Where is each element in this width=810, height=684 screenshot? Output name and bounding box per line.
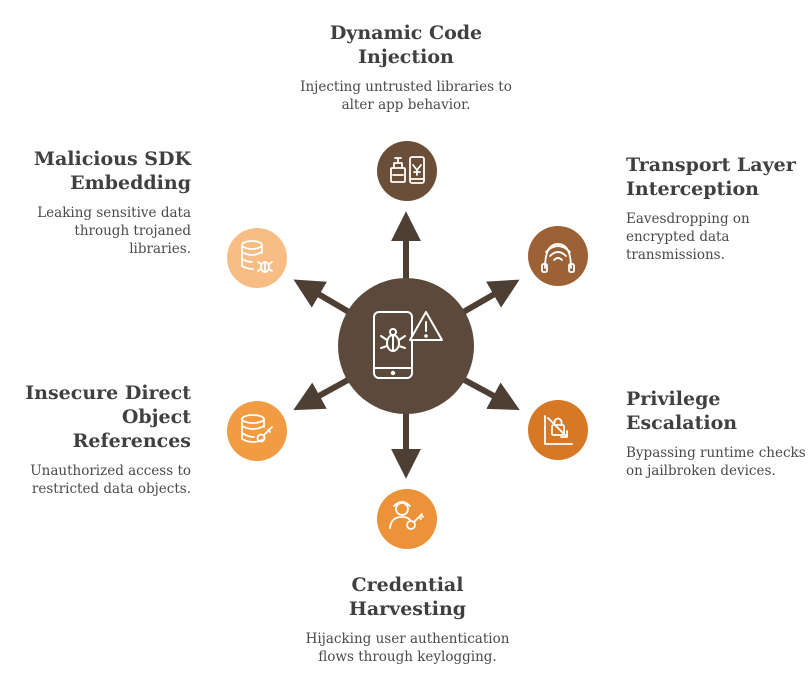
hub-circle bbox=[338, 278, 474, 414]
node-title: Insecure Direct Object References bbox=[25, 382, 191, 452]
node-description: Eavesdropping on encrypted data transmis… bbox=[626, 211, 750, 263]
user-key-icon bbox=[389, 501, 424, 530]
node-circle bbox=[528, 226, 588, 286]
node-title: Malicious SDK Embedding bbox=[33, 148, 191, 194]
label-transport-layer-interception: Transport Layer Interception Eavesdroppi… bbox=[626, 153, 806, 264]
phone-bug-warning-icon bbox=[373, 311, 443, 379]
node-privilege-escalation bbox=[528, 400, 588, 460]
label-insecure-direct-object-references: Insecure Direct Object References Unauth… bbox=[0, 381, 191, 498]
node-malicious-sdk-embedding bbox=[227, 228, 287, 288]
node-insecure-direct-object-references bbox=[227, 401, 287, 461]
database-key-icon bbox=[241, 414, 273, 443]
node-circle bbox=[377, 141, 437, 201]
node-description: Unauthorized access to restricted data o… bbox=[30, 463, 191, 497]
node-circle bbox=[528, 400, 588, 460]
hub bbox=[338, 278, 474, 414]
node-circle bbox=[227, 228, 287, 288]
node-title: Dynamic Code Injection bbox=[329, 22, 483, 68]
node-description: Bypassing runtime checks on jailbroken d… bbox=[626, 445, 806, 479]
chart-lock-icon bbox=[544, 415, 573, 445]
node-title: Transport Layer Interception bbox=[626, 154, 796, 200]
node-circle bbox=[377, 489, 437, 549]
node-description: Leaking sensitive data through trojaned … bbox=[37, 205, 191, 257]
node-dynamic-code-injection bbox=[377, 141, 437, 201]
label-malicious-sdk-embedding: Malicious SDK Embedding Leaking sensitiv… bbox=[11, 147, 191, 258]
node-circle bbox=[227, 401, 287, 461]
node-title: Privilege Escalation bbox=[626, 388, 738, 434]
wifi-headset-icon bbox=[541, 243, 575, 273]
code-injection-icon bbox=[390, 156, 425, 184]
database-bug-icon bbox=[241, 240, 273, 273]
node-description: Injecting untrusted libraries to alter a… bbox=[300, 79, 512, 113]
label-dynamic-code-injection: Dynamic Code Injection Injecting untrust… bbox=[286, 21, 526, 114]
node-credential-harvesting bbox=[377, 489, 437, 549]
label-credential-harvesting: Credential Harvesting Hijacking user aut… bbox=[270, 573, 545, 666]
node-description: Hijacking user authentication flows thro… bbox=[305, 631, 510, 665]
node-transport-layer-interception bbox=[528, 226, 588, 286]
label-privilege-escalation: Privilege Escalation Bypassing runtime c… bbox=[626, 387, 806, 480]
node-title: Credential Harvesting bbox=[348, 574, 467, 620]
